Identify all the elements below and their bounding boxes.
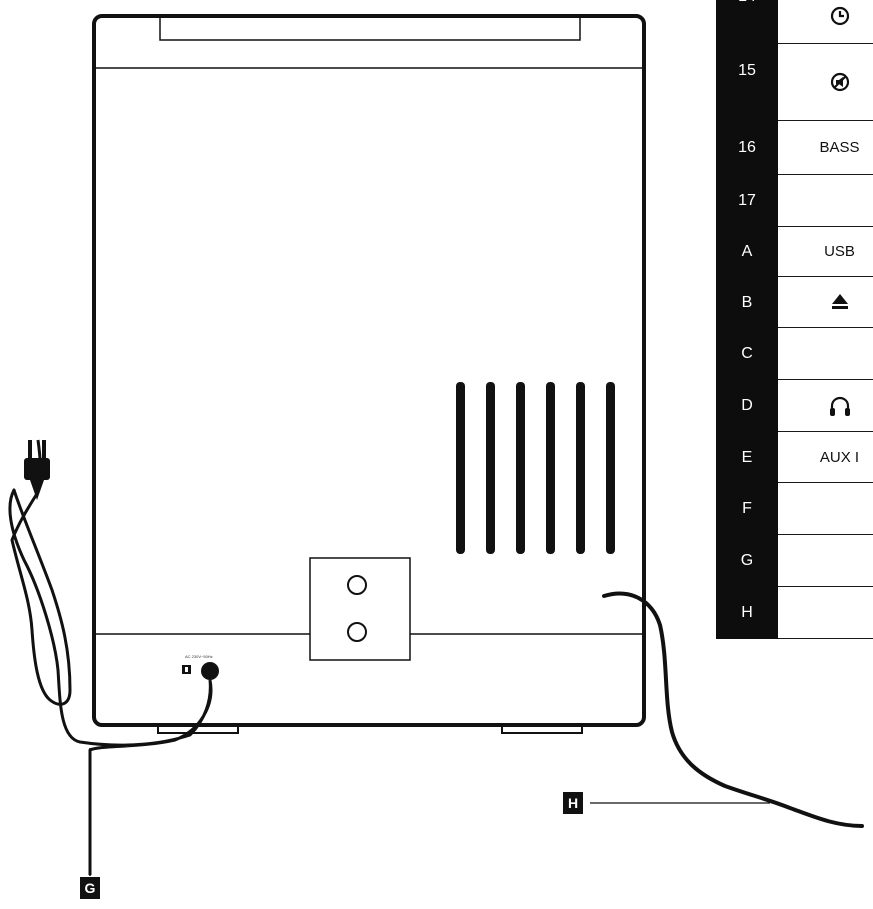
speaker-terminal-bottom bbox=[347, 622, 367, 642]
vent-slot bbox=[486, 382, 495, 554]
antenna-wire bbox=[602, 591, 864, 828]
legend-row: C bbox=[716, 328, 873, 380]
legend-row-id: G bbox=[716, 535, 778, 587]
legend-row-desc: USB bbox=[778, 227, 873, 277]
legend-row: A USB bbox=[716, 227, 873, 277]
vent-slot bbox=[546, 382, 555, 554]
headphones-icon bbox=[828, 395, 852, 417]
legend-row-id: H bbox=[716, 587, 778, 639]
legend-row-desc bbox=[778, 535, 873, 587]
vent-slot bbox=[606, 382, 615, 554]
vent-slot bbox=[456, 382, 465, 554]
legend-row-id: 14 bbox=[716, 0, 778, 44]
legend-row-desc bbox=[778, 175, 873, 227]
legend-row-id: E bbox=[716, 432, 778, 483]
legend-row-id: D bbox=[716, 380, 778, 432]
legend-row-id: A bbox=[716, 227, 778, 277]
eject-icon bbox=[829, 292, 851, 312]
legend-row: 15 bbox=[716, 44, 873, 121]
cabinet-body bbox=[92, 14, 646, 727]
power-cord bbox=[8, 439, 213, 875]
legend-row-id: 16 bbox=[716, 121, 778, 175]
legend-row-desc: BASS bbox=[778, 121, 873, 175]
legend-row-text: AUX I bbox=[819, 448, 860, 466]
legend-row-desc bbox=[778, 277, 873, 328]
speaker-terminal-plate bbox=[309, 557, 411, 661]
legend-row-desc bbox=[778, 44, 873, 121]
legend-row-desc bbox=[778, 587, 873, 639]
vent-slot bbox=[516, 382, 525, 554]
legend-row: 17 bbox=[716, 175, 873, 227]
legend-row-id: F bbox=[716, 483, 778, 535]
legend-row: 16 BASS bbox=[716, 121, 873, 175]
callout-h: H bbox=[563, 792, 583, 814]
legend-row-id: C bbox=[716, 328, 778, 380]
legend-row-id: 17 bbox=[716, 175, 778, 227]
top-slot bbox=[159, 16, 581, 41]
power-plug bbox=[24, 458, 50, 480]
legend-row: E AUX I bbox=[716, 432, 873, 483]
legend-row-desc bbox=[778, 0, 873, 44]
callout-g: G bbox=[80, 877, 100, 899]
legend-row: D bbox=[716, 380, 873, 432]
legend-row: 14 bbox=[716, 0, 873, 44]
legend-row-desc bbox=[778, 328, 873, 380]
legend-row: F bbox=[716, 483, 873, 535]
legend-row-text: BASS bbox=[819, 139, 860, 156]
legend-row-id: 15 bbox=[716, 44, 778, 121]
legend-row-desc bbox=[778, 483, 873, 535]
legend-row-id: B bbox=[716, 277, 778, 328]
legend-row-desc bbox=[778, 380, 873, 432]
speaker-terminal-top bbox=[347, 575, 367, 595]
vent-slot bbox=[576, 382, 585, 554]
legend-row: G bbox=[716, 535, 873, 587]
mute-icon bbox=[829, 71, 851, 93]
clock-icon bbox=[829, 5, 851, 27]
legend-row: H bbox=[716, 587, 873, 639]
foot-right bbox=[501, 724, 583, 734]
power-socket bbox=[201, 662, 219, 680]
power-rating-label: AC 230V~50Hz bbox=[185, 654, 213, 659]
vent-slots bbox=[456, 382, 615, 554]
legend-row: B bbox=[716, 277, 873, 328]
legend-row-text: USB bbox=[824, 243, 855, 260]
legend-row-desc: AUX I bbox=[778, 432, 873, 483]
